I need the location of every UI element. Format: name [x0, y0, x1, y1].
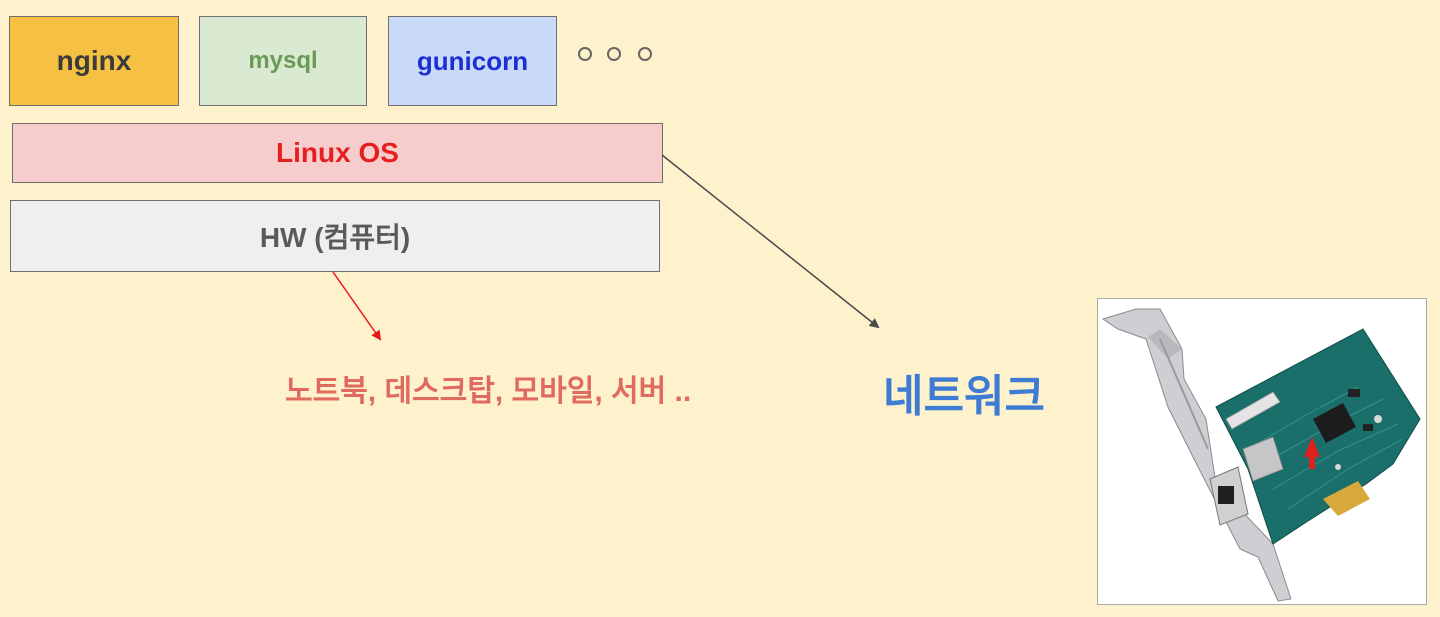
gunicorn-label: gunicorn: [416, 45, 529, 76]
network-annotation: 네트워크: [883, 372, 1045, 421]
ellipsis-dot: [638, 47, 652, 61]
hardware-box: HW (컴퓨터): [10, 200, 660, 272]
ellipsis-dot: [578, 47, 592, 61]
os-to-network-arrow: [661, 154, 880, 329]
hw-to-devices-arrow: [332, 271, 382, 341]
nic-card-image: [1097, 298, 1427, 605]
nginx-label: nginx: [56, 45, 132, 76]
mysql-box: mysql: [199, 16, 367, 106]
nic-card-illustration: [1101, 308, 1421, 602]
devices-annotation: 노트북, 데스크탑, 모바일, 서버 ..: [285, 375, 692, 408]
linux-os-label: Linux OS: [276, 137, 399, 168]
gunicorn-box: gunicorn: [388, 16, 557, 106]
nginx-box: nginx: [9, 16, 179, 106]
hardware-label: HW (컴퓨터): [259, 222, 411, 253]
linux-os-box: Linux OS: [12, 123, 663, 183]
mysql-label: mysql: [248, 47, 318, 74]
ellipsis-dot: [607, 47, 621, 61]
